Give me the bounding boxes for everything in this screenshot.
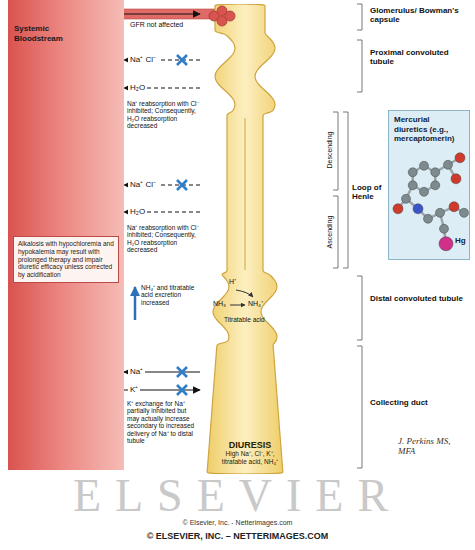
atom: [402, 194, 411, 203]
nephron-tubule: DIURESISHigh Na⁺, Cl⁻, K⁺, titratable ac…: [200, 4, 300, 474]
effect-note: Na⁺ reabsorption with Cl⁻ inhibited; Con…: [127, 100, 199, 130]
atom: [420, 161, 429, 170]
effect-note: K⁺ exchange for Na⁺ partially inhibited …: [127, 400, 199, 445]
vessel-title: Systemic Bloodstream: [14, 24, 84, 43]
atom: [431, 181, 440, 190]
exchange-arrow: [236, 290, 253, 297]
atom: [444, 160, 453, 169]
panel-ground: [388, 110, 470, 260]
afferent-arteriole: [118, 9, 218, 19]
region-bracket: [333, 112, 338, 190]
copyright-line: © Elsevier, Inc. - Netterimages.com: [0, 519, 475, 527]
artist-signature: J. Perkins MS, MFA: [398, 436, 458, 457]
atom: [436, 208, 445, 217]
edge-label: Na⁺ Cl⁻: [128, 180, 158, 189]
atom: [408, 181, 417, 190]
note-box: Alkalosis with hypochloremia and hypokal…: [13, 236, 119, 283]
atom: [451, 174, 461, 184]
edge-label: H₂O: [128, 207, 147, 216]
atom: [431, 168, 440, 177]
result-heading: DIURESIS: [229, 440, 272, 451]
exchange-arrow: [230, 305, 245, 306]
edge-label: K⁺: [128, 385, 140, 394]
loop-divider: [245, 118, 246, 270]
structure-label: Collecting duct: [370, 398, 470, 407]
edge-label: Na⁺: [128, 367, 145, 376]
atom: [449, 202, 459, 212]
ion-label: H⁺: [229, 278, 236, 286]
note-text: Alkalosis with hypochloremia and hypokal…: [18, 240, 114, 279]
structure-label: Loop of Henle: [352, 183, 386, 201]
atom-label: Hg: [455, 236, 466, 246]
structure-label: Distal convoluted tubule: [370, 294, 470, 303]
atom: [408, 168, 417, 177]
atom: [439, 237, 453, 251]
inhibition-mark: [177, 55, 187, 65]
effect-note: NH₄⁺ and titratable acid excretion incre…: [141, 284, 199, 306]
tubule-wall: [207, 4, 283, 474]
result-text: High Na⁺, Cl⁻, K⁺, titratable acid, NH₄⁺: [216, 450, 284, 466]
region-bracket: [343, 112, 348, 268]
inhibition-mark: [177, 180, 187, 190]
inhibition-mark: [177, 385, 187, 395]
copyright-line: © ELSEVIER, INC. – NETTERIMAGES.COM: [0, 531, 475, 541]
structure-label: Proximal convoluted tubule: [370, 48, 470, 66]
edge-label: GFR not affected: [128, 21, 185, 29]
bloodstream-vessel: Systemic BloodstreamAlkalosis with hypoc…: [8, 0, 124, 470]
glomerulus-capillary: [225, 11, 235, 21]
region-bracket: [357, 4, 362, 30]
atom: [393, 204, 403, 214]
atom: [424, 214, 433, 223]
flow-arrow: [124, 13, 200, 14]
atom: [440, 224, 449, 233]
tubule-shape: [200, 4, 300, 474]
atom: [413, 204, 423, 214]
region-bracket: [357, 40, 362, 92]
edge-label: Na⁺ Cl⁻: [128, 55, 158, 64]
ion-label: NH₃: [213, 300, 226, 308]
limb-label: Descending: [326, 132, 334, 169]
region-bracket: [357, 276, 362, 340]
edge-label: H₂O: [128, 83, 147, 92]
panel-title: Mercurial diuretics (e.g., mercaptomerin…: [394, 115, 464, 144]
increase-arrow: [134, 287, 137, 320]
molecule-model: [393, 153, 469, 251]
drug-panel: Mercurial diuretics (e.g., mercaptomerin…: [388, 110, 470, 260]
ion-label: Titratable acid: [224, 316, 276, 323]
inhibition-mark: [177, 367, 187, 377]
ion-label: NH₄⁺: [248, 300, 263, 308]
atom: [455, 153, 465, 163]
region-bracket: [357, 346, 362, 468]
effect-note: Na⁺ reabsorption with Cl⁻ inhibited; Con…: [127, 224, 199, 254]
atom: [460, 208, 469, 217]
watermark: ELSEVIER: [0, 476, 475, 515]
atom: [420, 187, 429, 196]
structure-label: Glomerulus/ Bowman's capsule: [370, 6, 470, 24]
region-bracket: [333, 196, 338, 268]
limb-label: Ascending: [326, 216, 334, 249]
